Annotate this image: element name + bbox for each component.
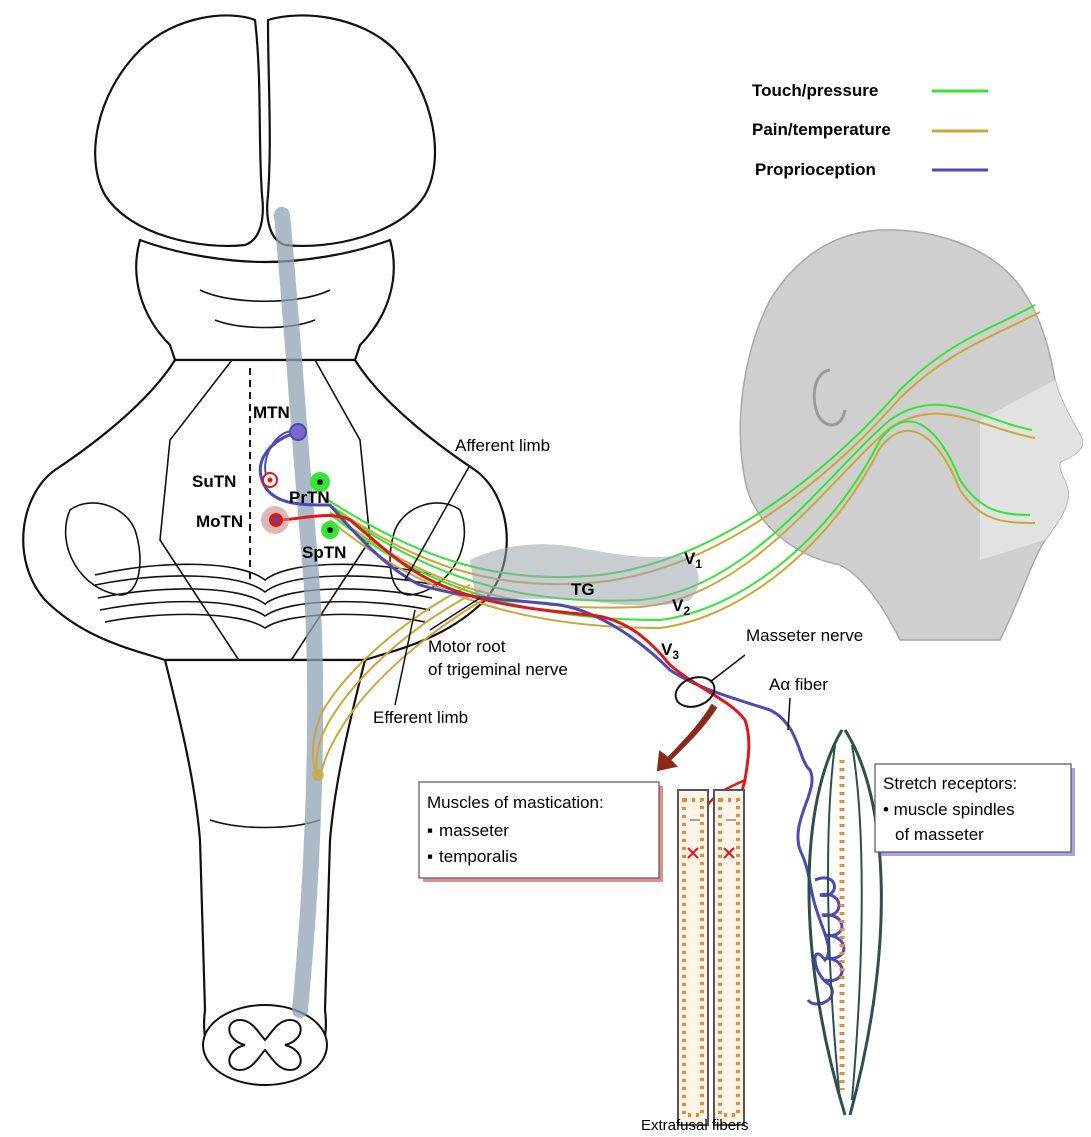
label-motor-root-2: of trigeminal nerve xyxy=(428,660,568,679)
mtn-cell xyxy=(290,424,306,440)
masseter-nerve-leader xyxy=(710,655,745,682)
label-prtn: PrTN xyxy=(289,488,330,507)
label-a-alpha-fiber: Aα fiber xyxy=(769,675,828,694)
label-extrafusal-fibers: Extrafusal fibers xyxy=(641,1117,749,1134)
label-motn: MoTN xyxy=(196,512,243,531)
label-sptn: SpTN xyxy=(302,543,346,562)
stretch-box-line1: • muscle spindles xyxy=(883,800,1015,819)
label-v3: V3 xyxy=(661,640,679,662)
stretch-box-line2: of masseter xyxy=(895,825,984,844)
stretch-box: Stretch receptors: • muscle spindles of … xyxy=(875,764,1075,856)
stretch-box-title: Stretch receptors: xyxy=(883,774,1017,793)
legend-touch-label: Touch/pressure xyxy=(752,81,878,100)
legend-pain-label: Pain/temperature xyxy=(752,120,891,139)
muscles-item-masseter: ▪masseter xyxy=(427,821,509,840)
muscles-box: Muscles of mastication: ▪masseter ▪tempo… xyxy=(419,782,663,882)
head-silhouette xyxy=(740,230,1082,640)
label-mtn: MTN xyxy=(253,403,290,422)
muscles-item-temporalis: ▪temporalis xyxy=(427,847,517,866)
legend-proprio-label: Proprioception xyxy=(755,160,876,179)
muscles-box-title: Muscles of mastication: xyxy=(427,793,604,812)
label-afferent-limb: Afferent limb xyxy=(455,436,550,455)
label-motor-root-1: Motor root xyxy=(428,637,506,656)
label-sutn: SuTN xyxy=(192,472,236,491)
brainstem-drawing xyxy=(23,15,507,1085)
spinal-nucleus-cell xyxy=(312,769,324,781)
label-efferent-limb: Efferent limb xyxy=(373,708,468,727)
label-v1: V1 xyxy=(684,549,702,571)
motor-arrow xyxy=(658,705,716,770)
label-masseter-nerve: Masseter nerve xyxy=(746,626,863,645)
label-tg: TG xyxy=(571,580,595,599)
extrafusal-fibers-drawing xyxy=(678,790,744,1125)
